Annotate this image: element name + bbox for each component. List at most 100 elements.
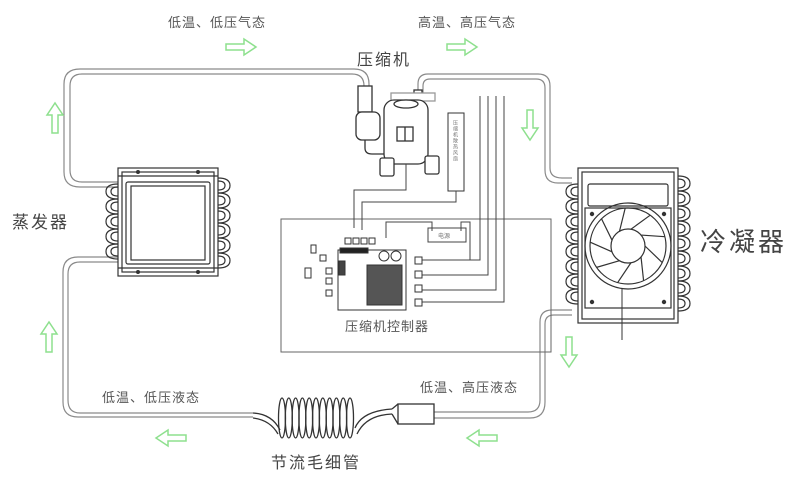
tube-bend [565,258,579,275]
capillary-turn [311,397,321,439]
tube-bend-inner [217,210,226,221]
compressor-fan-label: 压缩机散热风扇 [452,120,458,162]
tube-bend-inner [217,180,226,191]
tube-bend [677,175,691,192]
tube-bend-inner [217,195,226,206]
condenser-label: 冷凝器 [700,228,788,258]
condenser [565,167,691,340]
controller-label: 压缩机控制器 [345,320,430,335]
tube-bend [677,235,691,252]
capillary-label: 节流毛细管 [271,453,362,472]
flow-arrow-right-icon [225,38,257,56]
tube-bend-inner [570,246,579,257]
tube-bend [565,243,579,260]
tube-bend [677,295,691,312]
compressor [355,85,440,177]
capillary-turn [325,397,334,439]
fan-blade [617,262,632,283]
capillary-turn [345,397,355,439]
tube-bend [565,198,579,215]
compressor-label: 压缩机 [357,50,412,69]
flow-arrow-up-icon [46,102,64,134]
tube-bend-inner [217,225,226,236]
tube-bend-inner [110,231,119,242]
flow-arrow-right-icon [446,38,478,56]
refrigerant-pipes [62,68,572,419]
tube-bend [217,252,231,269]
tube-bend-inner [677,178,686,189]
tube-bend-inner [677,238,686,249]
tube-bend [677,190,691,207]
flow-arrow-down-icon [560,336,578,368]
state-label-low-temp-low-pressure-gas: 低温、低压气态 [168,16,267,31]
tube-bend [217,192,231,209]
fan-blade [640,234,665,238]
capillary-turn [298,397,307,439]
tube-bend-inner [677,193,686,204]
tube-bend [217,237,231,254]
tube-bend [565,288,579,305]
tube-bend [565,183,579,200]
tube-bend [677,280,691,297]
tube-bend [677,220,691,237]
condenser-fan [584,202,672,290]
flow-arrow-down-icon [521,109,539,141]
fan-blade [596,260,620,268]
tube-bend-inner [677,253,686,264]
capillary-turn [305,397,314,439]
flow-arrow-left-icon [466,429,498,447]
compressor-controller-board [304,237,423,311]
capillary-turn [318,397,327,439]
tube-bend [217,222,231,239]
tube-bend-inner [110,201,119,212]
fan-blade [644,245,663,263]
tube-bend-inner [217,240,226,251]
capillary-coil [252,397,435,439]
state-label-low-temp-high-pressure-liquid: 低温、高压液态 [420,381,519,396]
tube-bend-inner [677,208,686,219]
capillary-turn [339,397,348,439]
fan-blade [630,214,651,230]
tube-bend [217,207,231,224]
fan-blade [618,207,626,232]
tube-bend-inner [217,255,226,266]
capillary-turn [284,397,293,439]
capillary-turn [332,397,341,439]
tube-bend-inner [677,268,686,279]
tube-bend [565,213,579,230]
fan-blade [600,218,613,241]
capillary-turn [277,397,287,439]
tube-bend [565,273,579,290]
tube-bend-inner [570,276,579,287]
power-supply-label: 电源 [438,233,451,240]
flow-arrow-left-icon [155,429,187,447]
tube-bend-inner [570,291,579,302]
tube-bend [105,243,119,260]
fan-blade [589,241,613,253]
tube-bend [677,205,691,222]
state-label-high-temp-high-pressure-gas: 高温、高压气态 [418,16,517,31]
evaporator-label: 蒸发器 [12,213,69,233]
tube-bend [105,198,119,215]
tube-bend-inner [570,186,579,197]
tube-bend-inner [110,246,119,257]
tube-bend [677,250,691,267]
tube-bend-inner [677,298,686,309]
tube-bend-inner [677,283,686,294]
flow-arrow-up-icon [40,321,58,353]
tube-bend [105,213,119,230]
state-label-low-temp-low-pressure-liquid: 低温、低压液态 [102,391,201,406]
tube-bend-inner [570,261,579,272]
control-wiring [280,96,552,353]
capillary-turn [291,397,300,439]
tube-bend-inner [570,231,579,242]
tube-bend [677,265,691,282]
evaporator [105,167,231,277]
tube-bend [105,228,119,245]
tube-bend-inner [110,216,119,227]
tube-bend [565,228,579,245]
tube-bend-inner [110,186,119,197]
tube-bend [217,177,231,194]
